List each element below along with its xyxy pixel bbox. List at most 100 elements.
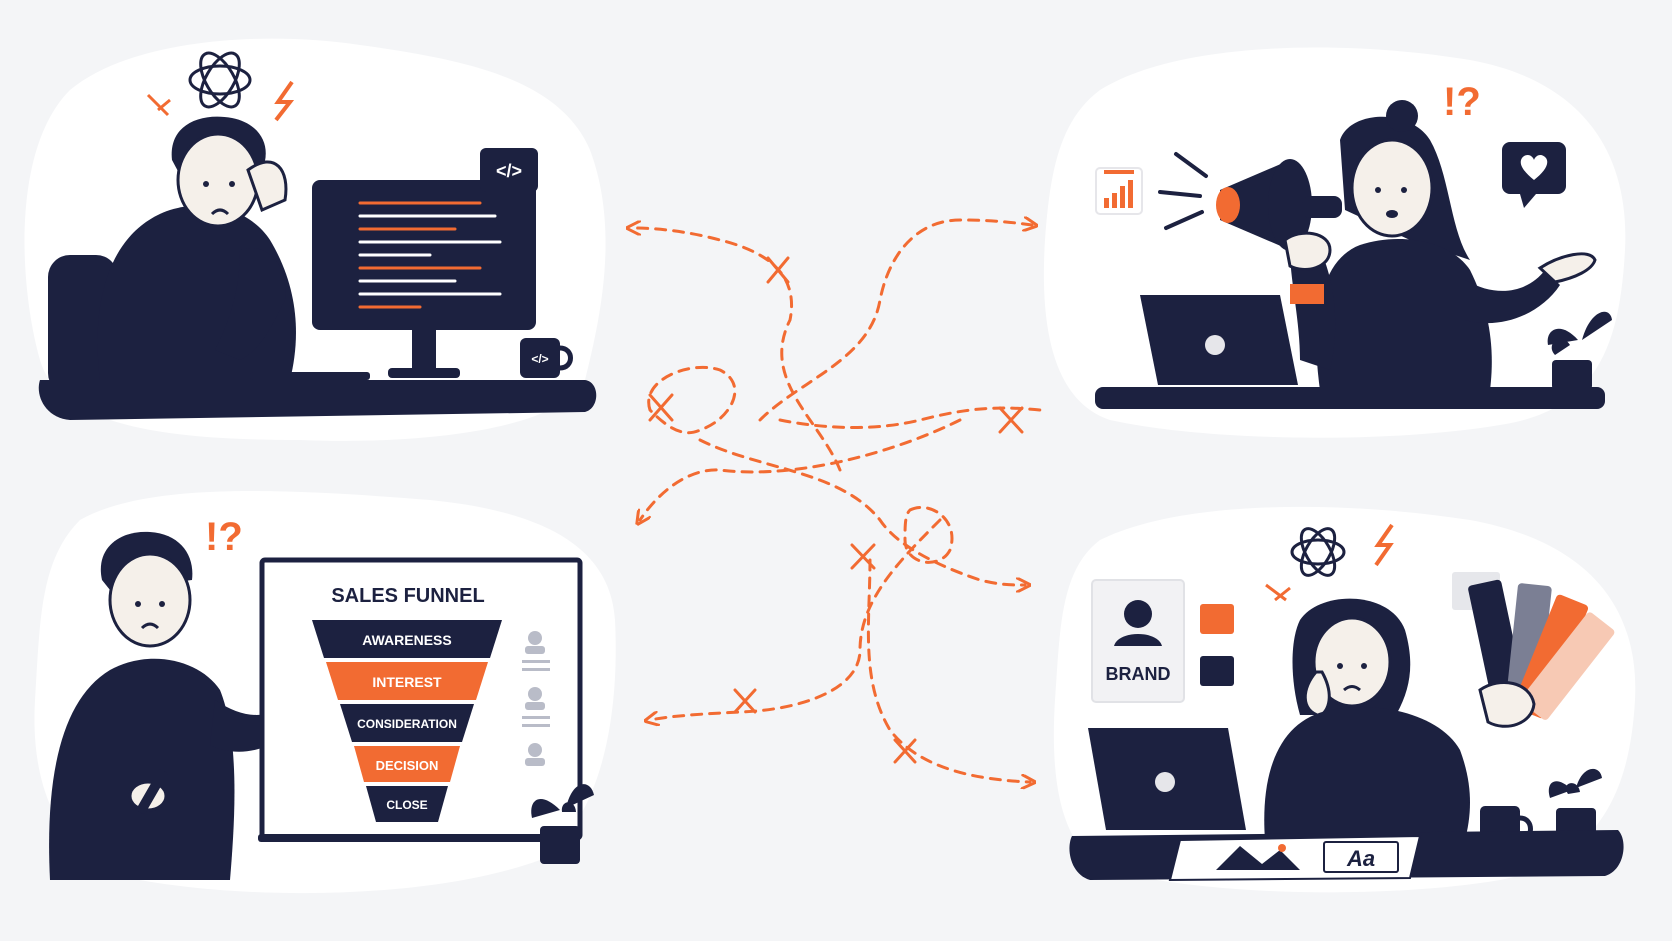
sales-frown [140, 622, 160, 630]
marketer-face [1350, 138, 1434, 238]
heart-chat-icon [1502, 142, 1566, 208]
exclaim-icon: !? [205, 515, 243, 559]
person-icon [525, 758, 545, 766]
marketer-desk [1095, 387, 1605, 409]
funnel-label-interest: INTEREST [372, 674, 442, 690]
sound-lines [1158, 152, 1208, 230]
sales-funnel-title: SALES FUNNEL [331, 585, 484, 607]
scene-sales: !? SALES FUNNEL AWARENESS INTEREST CONSI… [49, 515, 594, 880]
developer-eye [229, 181, 235, 187]
path-loop-left [647, 365, 737, 435]
x-mark [893, 738, 917, 764]
designer-hand-swatch [1478, 681, 1536, 728]
path-to-designer-low [866, 558, 1030, 782]
designer-face [1312, 616, 1392, 708]
bar-chart-icon [1095, 167, 1143, 215]
scene-marketer: !? [1095, 80, 1612, 409]
design-sheet: Aa [1168, 834, 1422, 882]
mug-handle [559, 345, 573, 371]
marketer-body [1316, 238, 1492, 390]
code-lines [358, 201, 502, 309]
funnel-label-awareness: AWARENESS [362, 632, 451, 648]
brand-card: BRAND [1091, 579, 1185, 703]
image-icon [1216, 846, 1300, 870]
marketer-cuff [1290, 284, 1324, 304]
path-to-designer [698, 438, 1025, 585]
laptop-icon [1140, 295, 1298, 385]
marketer-mouth [1386, 210, 1398, 218]
person-icon [525, 702, 545, 710]
text-line [522, 668, 550, 671]
marker-pen [136, 769, 168, 814]
funnel-stage-interest [326, 662, 488, 700]
developer-eye [203, 181, 209, 187]
x-mark [733, 688, 757, 714]
type-sample-card [1323, 841, 1399, 873]
text-line [522, 724, 550, 727]
funnel-stage-consideration [340, 704, 474, 742]
sales-body [49, 658, 235, 880]
confusion-scribble-icon [1290, 527, 1346, 577]
type-sample: Aa [1346, 846, 1375, 871]
funnel-stage-awareness [312, 620, 502, 658]
designer-eye [1337, 663, 1343, 669]
whiteboard-rail [258, 834, 558, 842]
spark-icon [1265, 583, 1291, 602]
sales-face [108, 552, 192, 648]
designer-eye [1361, 663, 1367, 669]
developer-face [176, 132, 260, 228]
x-mark [648, 393, 674, 422]
exclaim-icon: !? [1443, 80, 1481, 124]
path-to-sales-upper [640, 418, 962, 520]
tangled-paths [632, 220, 1042, 782]
marketer-eye [1401, 187, 1407, 193]
developer-arm [215, 248, 286, 360]
path-to-developer [632, 228, 842, 472]
developer-desk [38, 380, 597, 420]
color-swatch-fan [1468, 579, 1615, 720]
text-line [522, 716, 550, 719]
marketer-eye [1375, 187, 1381, 193]
image-icon [1278, 844, 1286, 852]
x-mark [766, 256, 790, 284]
designer-body [1264, 706, 1470, 840]
scene-designer: BRAND [1069, 523, 1624, 882]
megaphone-icon [1216, 159, 1342, 251]
x-mark [998, 406, 1024, 434]
path-to-marketer [758, 220, 1032, 422]
funnel-stage-close [366, 786, 448, 822]
code-badge [480, 148, 538, 192]
person-icon [525, 646, 545, 654]
laptop-icon [1088, 728, 1246, 830]
confusion-scribble-icon [188, 51, 252, 109]
lightning-icon [274, 80, 295, 122]
marketer-arm-raised [1465, 270, 1560, 324]
marketer-bun [1386, 100, 1418, 132]
funnel-label-consideration: CONSIDERATION [357, 717, 457, 731]
user-avatar-icon [1114, 634, 1162, 646]
code-badge-icon: </> [496, 161, 522, 181]
funnel-stage-decision [354, 746, 460, 782]
lightning-icon [1374, 523, 1394, 567]
spark-icon [146, 93, 171, 117]
marketer-open-hand [1537, 252, 1597, 284]
orange-sticky-note [1200, 604, 1234, 634]
plant-icon [1547, 311, 1612, 390]
monitor-stand [412, 330, 436, 370]
user-avatar-icon [1124, 600, 1152, 628]
funnel-label-close: CLOSE [386, 798, 427, 812]
developer-hand [246, 160, 288, 213]
person-icon [528, 687, 542, 701]
person-icon [528, 631, 542, 645]
scene-developer: </> </> [38, 51, 597, 420]
plant-icon [531, 784, 594, 864]
sales-funnel: AWARENESS INTEREST CONSIDERATION DECISIO… [312, 620, 502, 822]
x-mark [850, 543, 876, 570]
path-loop-center [903, 505, 954, 564]
text-line [522, 660, 550, 663]
designer-frown [1343, 685, 1361, 692]
sales-eye [135, 601, 141, 607]
person-icon [528, 743, 542, 757]
developer-frown [210, 208, 230, 216]
